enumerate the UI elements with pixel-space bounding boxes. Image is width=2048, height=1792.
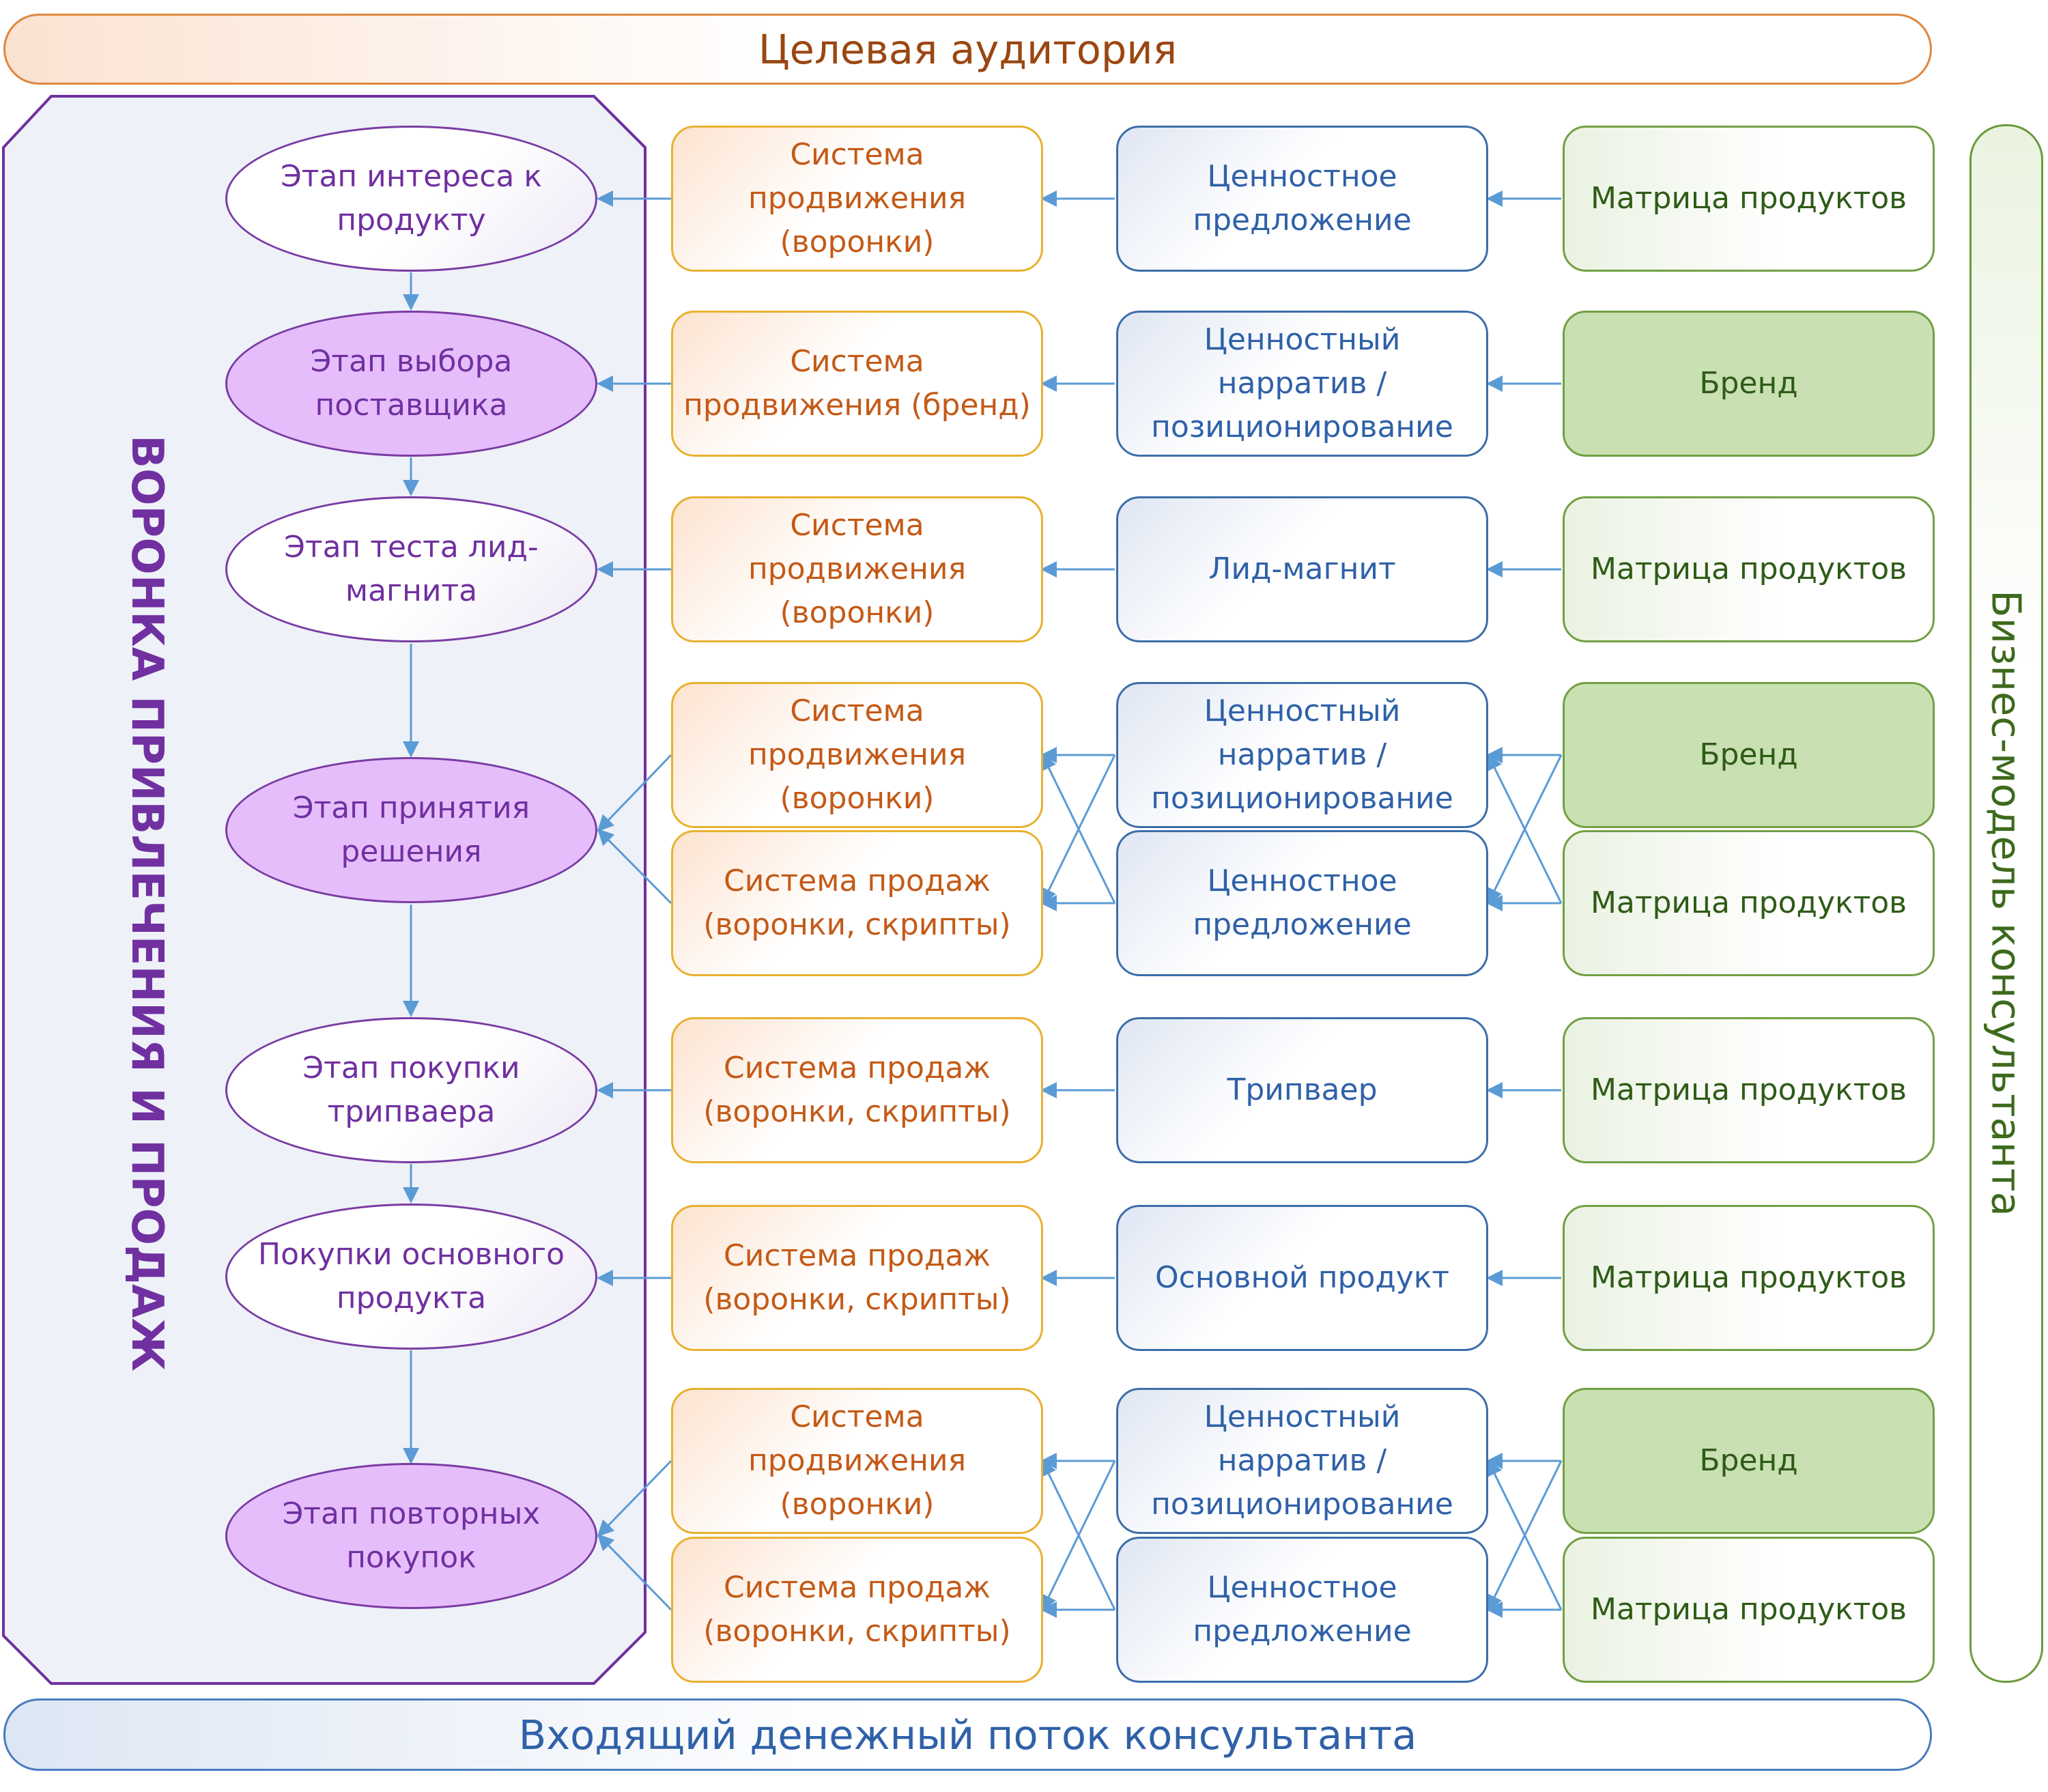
lead-magnet-box: Лид-магнит	[1116, 496, 1488, 642]
stage-main-product-purchase: Покупки основного продукта	[225, 1204, 597, 1350]
value-proposition-box: Ценностное предложение	[1116, 830, 1488, 976]
value-proposition-box: Ценностное предложение	[1116, 1537, 1488, 1683]
cash-flow-label: Входящий денежный поток консультанта	[518, 1711, 1417, 1759]
product-matrix-box: Матрица продуктов	[1563, 1205, 1935, 1351]
product-matrix-box: Матрица продуктов	[1563, 496, 1935, 642]
promo-system-box: Система продвижения (воронки)	[671, 126, 1043, 272]
brand-box: Бренд	[1563, 1388, 1935, 1534]
flow-arrow	[1041, 753, 1116, 904]
value-narrative-box: Ценностный нарратив / позиционирование	[1116, 1388, 1488, 1534]
stage-tripwire-purchase: Этап покупки трипваера	[225, 1017, 597, 1163]
flow-arrow	[597, 828, 672, 905]
sales-system-box: Система продаж (воронки, скрипты)	[671, 1205, 1043, 1351]
flow-arrow	[597, 754, 672, 832]
brand-box: Бренд	[1563, 682, 1935, 828]
brand-box: Бренд	[1563, 311, 1935, 457]
flow-arrow	[597, 1533, 672, 1611]
product-matrix-box: Матрица продуктов	[1563, 126, 1935, 272]
promo-system-box: Система продвижения (бренд)	[671, 311, 1043, 457]
sales-system-box: Система продаж (воронки, скрипты)	[671, 830, 1043, 976]
flow-arrow	[597, 1460, 672, 1537]
business-model-banner	[1969, 124, 2043, 1683]
flow-arrow	[1487, 753, 1563, 904]
flow-arrow	[1487, 1459, 1563, 1610]
product-matrix-box: Матрица продуктов	[1563, 830, 1935, 976]
value-narrative-box: Ценностный нарратив / позиционирование	[1116, 311, 1488, 457]
promo-system-box: Система продвижения (воронки)	[671, 682, 1043, 828]
promo-system-box: Система продвижения (воронки)	[671, 496, 1043, 642]
target-audience-banner: Целевая аудитория	[3, 14, 1932, 85]
main-product-box: Основной продукт	[1116, 1205, 1488, 1351]
value-narrative-box: Ценностный нарратив / позиционирование	[1116, 682, 1488, 828]
stage-supplier-choice: Этап выбора поставщика	[225, 311, 597, 457]
stage-decision: Этап принятия решения	[225, 757, 597, 903]
promo-system-box: Система продвижения (воронки)	[671, 1388, 1043, 1534]
stage-interest: Этап интереса к продукту	[225, 126, 597, 272]
sales-system-box: Система продаж (воронки, скрипты)	[671, 1017, 1043, 1163]
stage-repeat-purchases: Этап повторных покупок	[225, 1463, 597, 1609]
sales-system-box: Система продаж (воронки, скрипты)	[671, 1537, 1043, 1683]
tripwire-box: Трипваер	[1116, 1017, 1488, 1163]
funnel-title: ВОРОНКА ПРИВЛЕЧЕНИЯ И ПРОДАЖ	[122, 435, 172, 1371]
cash-flow-banner: Входящий денежный поток консультанта	[3, 1698, 1932, 1771]
product-matrix-box: Матрица продуктов	[1563, 1017, 1935, 1163]
target-audience-label: Целевая аудитория	[758, 25, 1178, 73]
stage-lead-magnet-test: Этап теста лид-магнита	[225, 496, 597, 642]
business-model-label: Бизнес-модель консультанта	[1982, 590, 2030, 1217]
value-proposition-box: Ценностное предложение	[1116, 126, 1488, 272]
product-matrix-box: Матрица продуктов	[1563, 1537, 1935, 1683]
flow-arrow	[1041, 1459, 1116, 1610]
